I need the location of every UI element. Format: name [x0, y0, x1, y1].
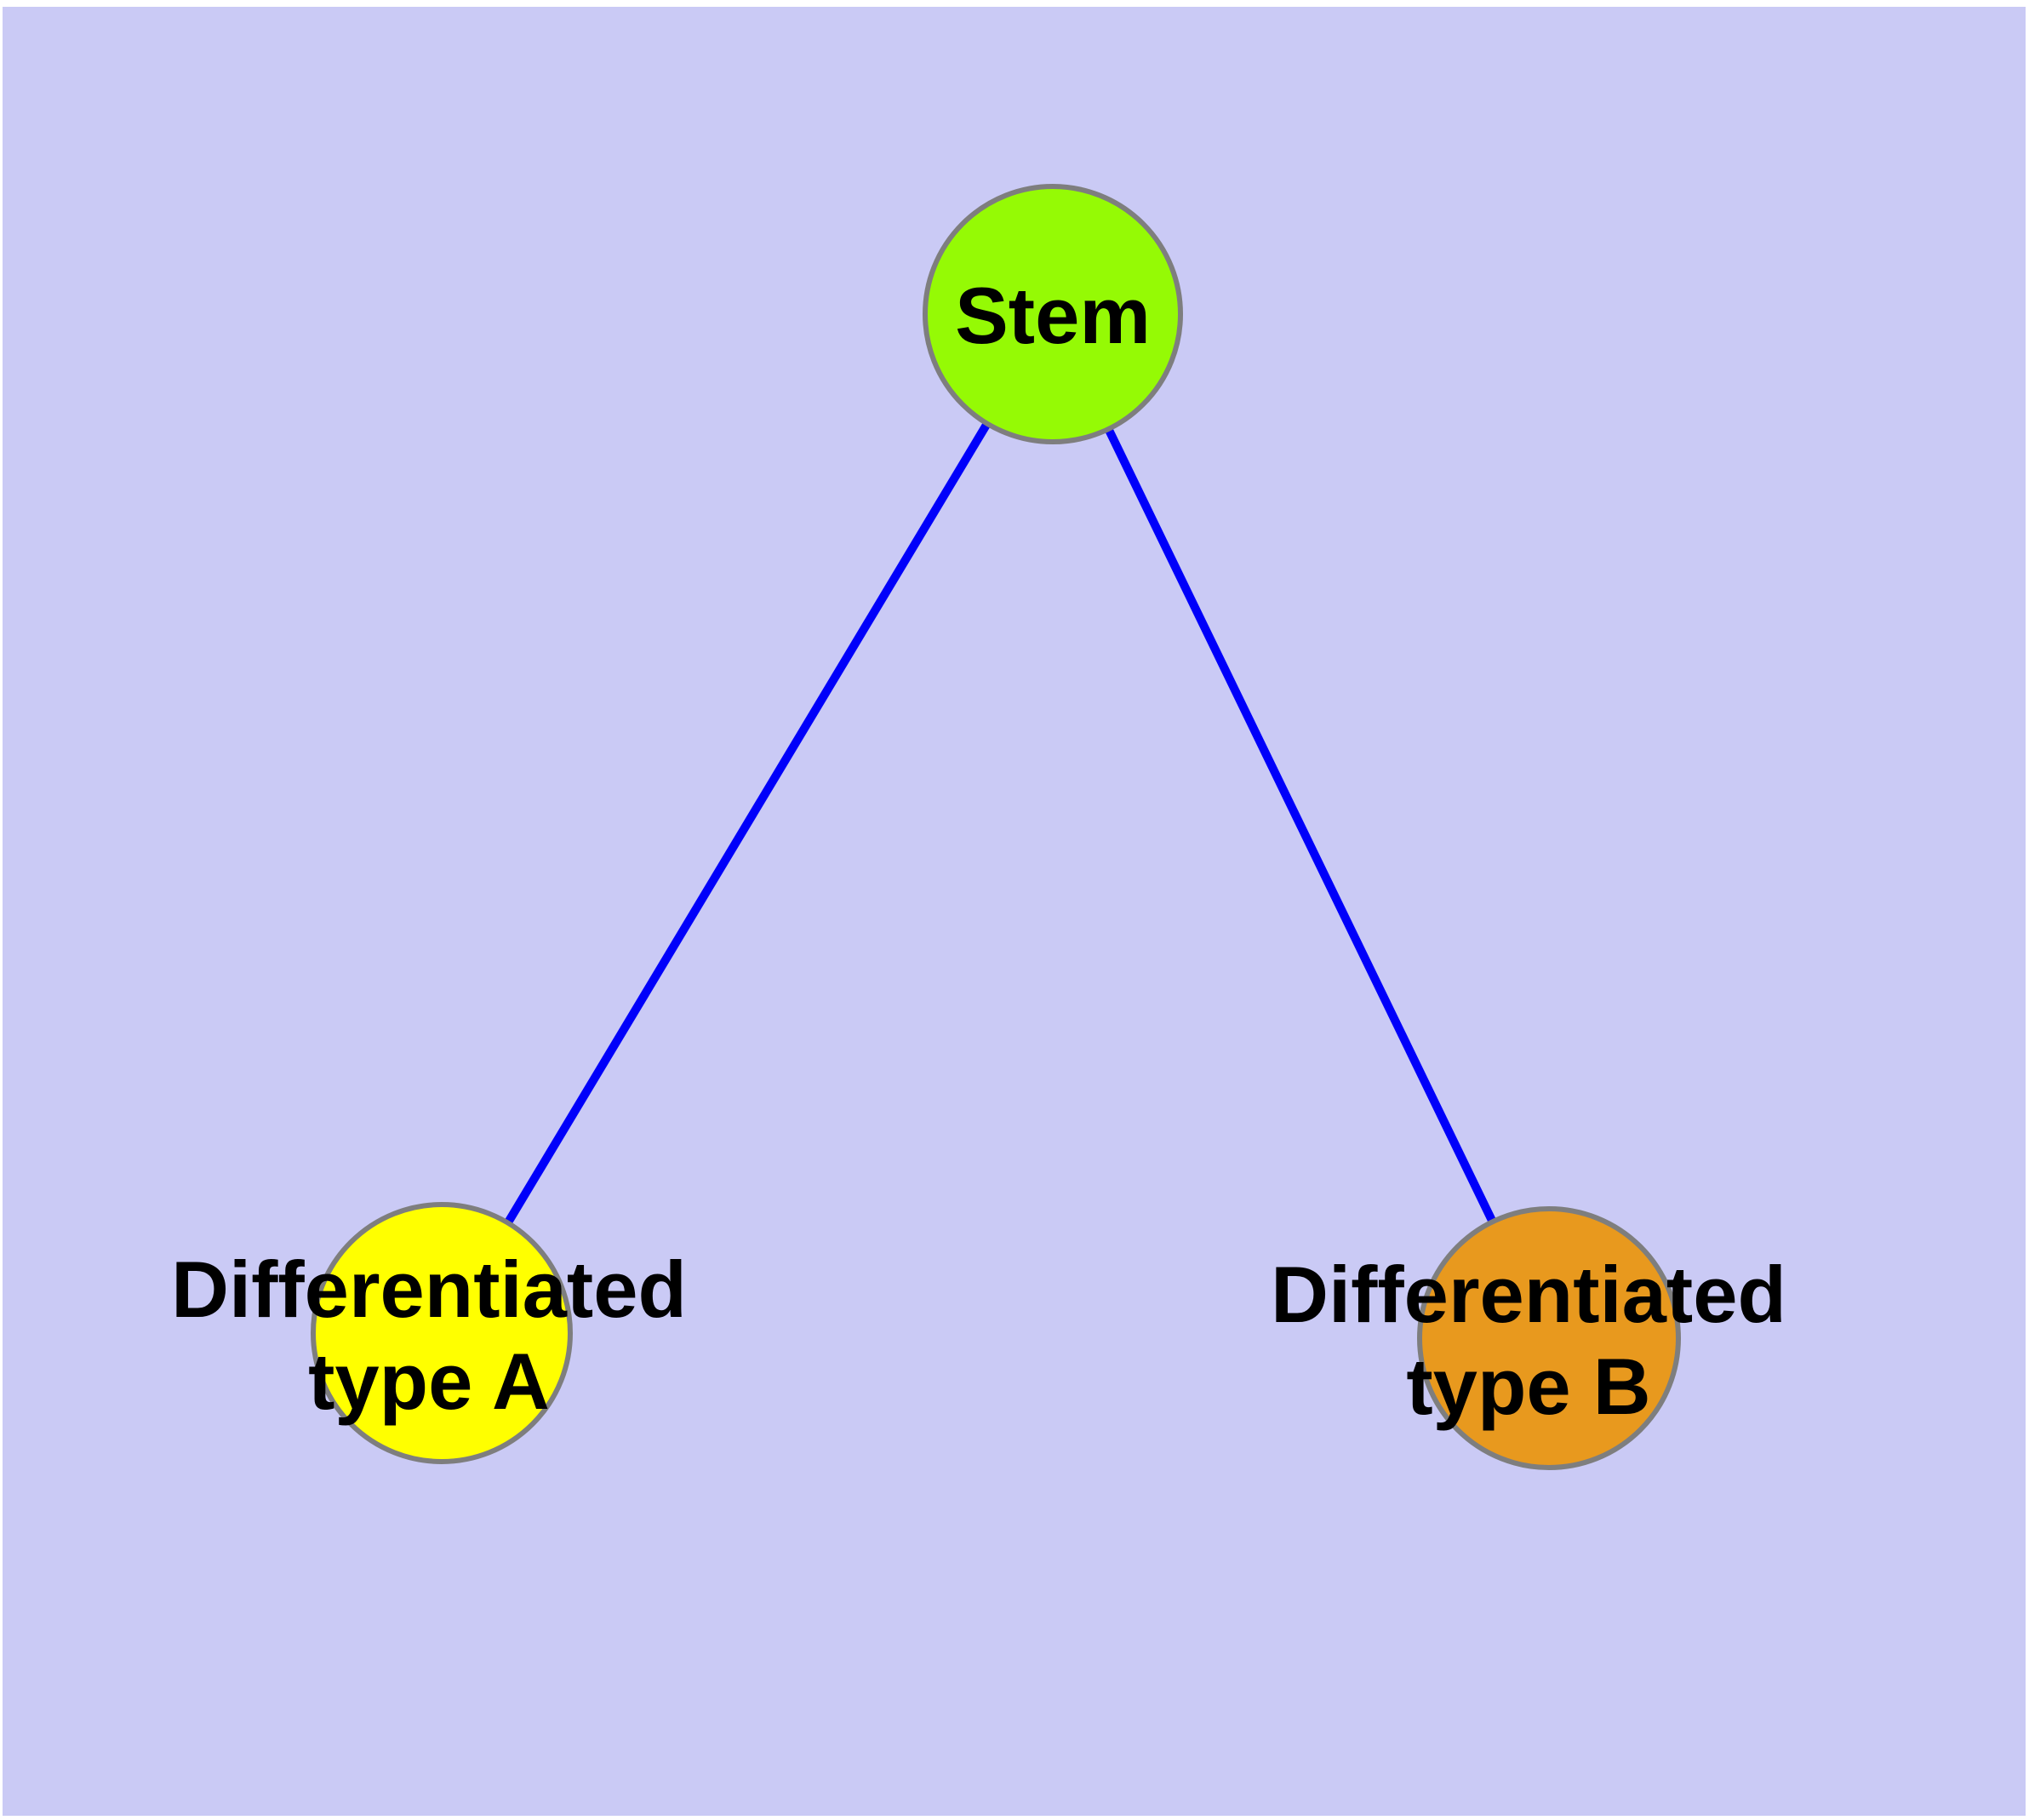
node-stem-circle [923, 184, 1183, 444]
edge-stem-type-a [437, 312, 1057, 1336]
node-type-b-circle [1417, 1206, 1681, 1470]
node-type-a-circle [311, 1202, 573, 1464]
edge-stem-type-b [1049, 312, 1553, 1341]
node-stem-label: Stem [955, 271, 1151, 360]
